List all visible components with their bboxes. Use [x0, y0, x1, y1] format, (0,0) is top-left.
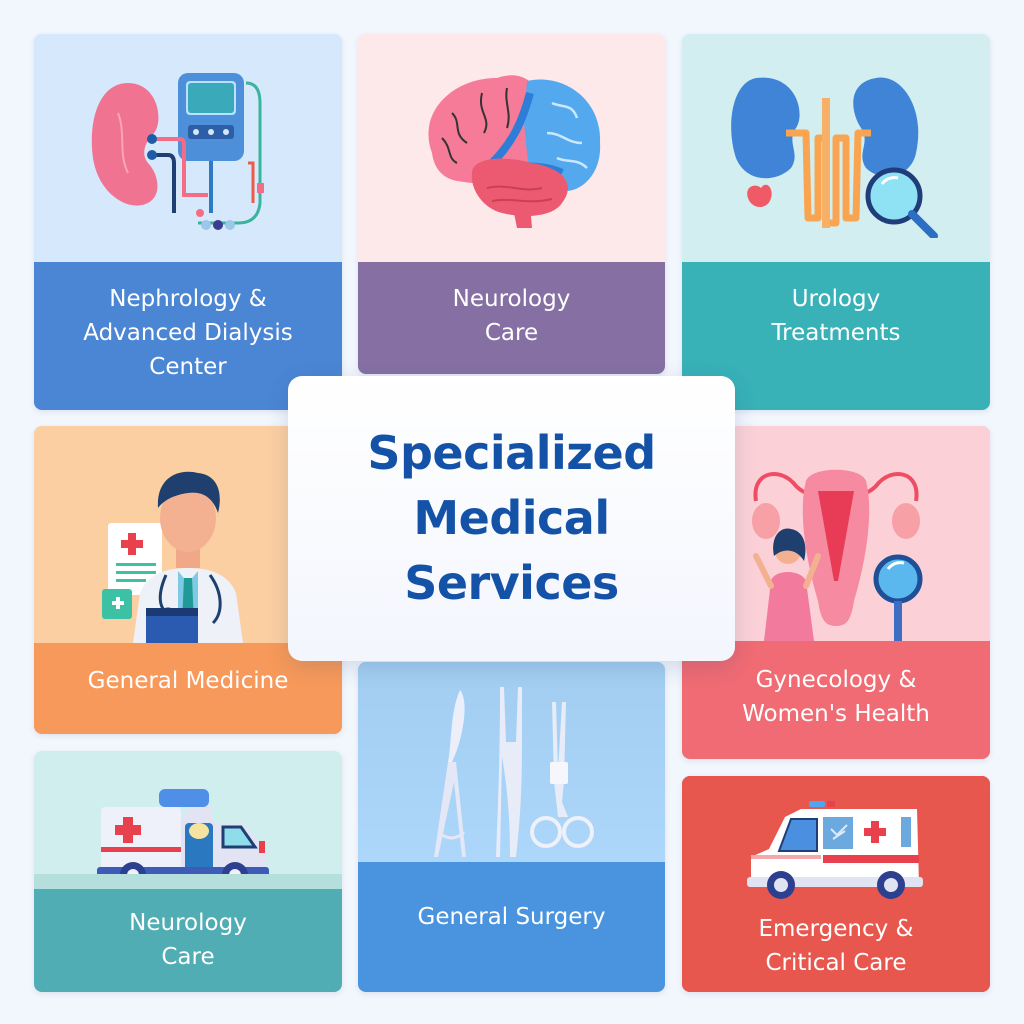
service-card-neurology-top[interactable]: Neurology Care [358, 34, 665, 374]
service-card-nephrology[interactable]: Nephrology & Advanced Dialysis Center [34, 34, 342, 410]
service-card-title: Neurology Care [129, 910, 247, 970]
surgical-tools-icon [433, 687, 594, 857]
ambulance-illustration [34, 751, 342, 889]
service-card-title: General Medicine [87, 668, 289, 694]
surgery-illustration [358, 662, 665, 862]
service-card-general-surgery[interactable]: General Surgery [358, 662, 665, 992]
kidney-dialysis-icon [91, 73, 264, 230]
service-card-title: Neurology Care [452, 286, 571, 346]
uterus-woman-icon [752, 469, 923, 641]
urology-illustration [682, 34, 990, 262]
service-card-title: Nephrology & Advanced Dialysis Center [83, 286, 293, 380]
nephrology-illustration [34, 34, 342, 262]
service-card-label-band: Nephrology & Advanced Dialysis Center [34, 262, 342, 410]
service-card-title: General Surgery [417, 904, 606, 930]
doctor-icon [102, 471, 243, 643]
ambulance-icon [747, 801, 923, 899]
service-card-label-band: Neurology Care [34, 889, 342, 992]
service-card-gynecology[interactable]: Gynecology & Women's Health [682, 426, 990, 759]
service-card-urology[interactable]: Urology Treatments [682, 34, 990, 410]
kidneys-magnifier-icon [731, 77, 938, 238]
title-card: Specialized Medical Services [288, 376, 735, 661]
page-title: Specialized Medical Services [367, 426, 656, 610]
service-card-emergency[interactable]: Emergency & Critical Care [682, 776, 990, 992]
service-card-title: Emergency & Critical Care [758, 916, 914, 976]
brain-icon [427, 75, 600, 228]
service-card-label-band: General Medicine [34, 643, 342, 734]
service-card-title: Urology Treatments [771, 286, 901, 346]
service-card-neurology-bottom[interactable]: Neurology Care [34, 751, 342, 992]
road-strip [34, 874, 342, 889]
service-card-label-band: General Surgery [358, 862, 665, 992]
neurology-illustration [358, 34, 665, 262]
service-card-label-band: Neurology Care [358, 262, 665, 374]
service-card-label-band: Emergency & Critical Care [682, 906, 990, 992]
service-card-label-band: Gynecology & Women's Health [682, 641, 990, 759]
emergency-illustration [682, 776, 990, 906]
service-card-title: Gynecology & Women's Health [742, 667, 930, 727]
ambulance-icon [97, 789, 269, 888]
